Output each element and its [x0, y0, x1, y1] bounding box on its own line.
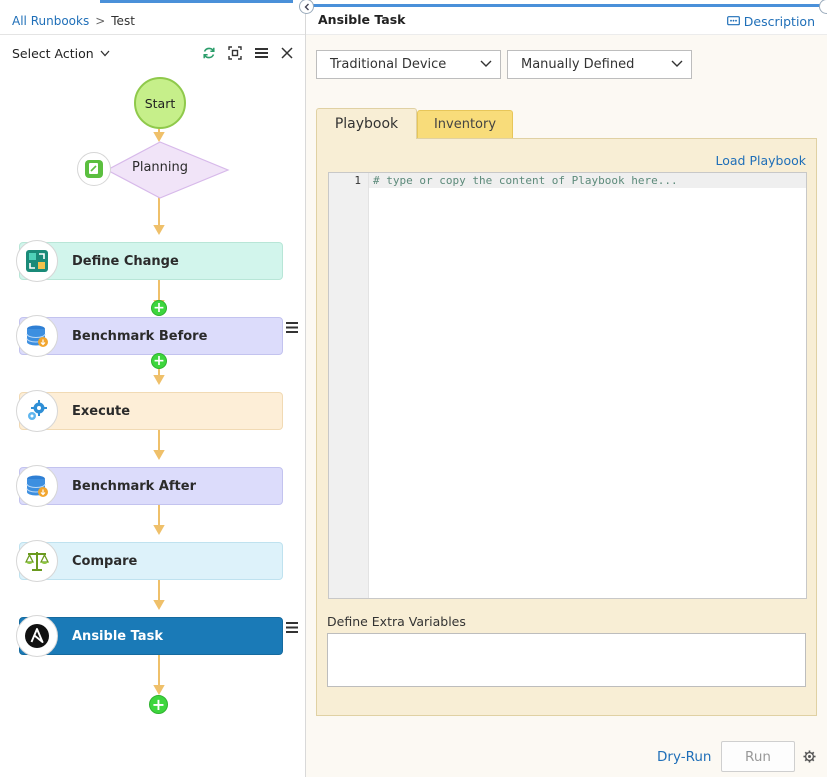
step-label: Compare — [72, 553, 138, 569]
extra-variables-input[interactable] — [327, 633, 806, 687]
add-step-button[interactable]: + — [151, 353, 167, 369]
ansible-icon — [25, 624, 49, 648]
step-execute[interactable]: Execute — [16, 390, 283, 432]
step-label: Define Change — [72, 253, 179, 269]
planning-label: Planning — [132, 160, 188, 175]
planning-icon — [77, 152, 111, 186]
breadcrumb-root-link[interactable]: All Runbooks — [12, 14, 90, 28]
close-button[interactable] — [278, 44, 296, 62]
run-button[interactable]: Run — [721, 741, 795, 772]
active-line-highlight — [369, 173, 806, 188]
editor-placeholder: # type or copy the content of Playbook h… — [373, 174, 678, 187]
compare-icon — [16, 540, 58, 582]
task-detail-panel: Ansible Task Description Traditional Dev… — [306, 7, 827, 777]
top-strip — [0, 0, 827, 7]
panel-title: Ansible Task — [318, 12, 406, 27]
start-label: Start — [144, 95, 176, 111]
playbook-tab-panel: Load Playbook 1 # type or copy the conte… — [316, 138, 817, 716]
chevron-left-icon — [304, 3, 309, 10]
database-icon — [26, 325, 48, 347]
source-select[interactable]: Manually Defined — [507, 50, 692, 79]
step-benchmark-before[interactable]: Benchmark Before — [16, 315, 283, 357]
step-label: Benchmark Before — [72, 328, 208, 344]
runbook-flow: Start Planning — [0, 6, 306, 777]
close-icon — [281, 47, 293, 59]
top-accent-right — [306, 4, 827, 7]
plan-icon — [85, 160, 103, 178]
device-type-value: Traditional Device — [330, 57, 447, 72]
extra-variables-label: Define Extra Variables — [327, 614, 466, 629]
define-change-icon — [16, 240, 58, 282]
menu-button[interactable] — [252, 44, 270, 62]
execute-icon — [16, 390, 58, 432]
divider — [0, 34, 305, 35]
hamburger-icon — [286, 322, 298, 333]
flow-toolbar — [200, 44, 296, 62]
start-node[interactable]: Start — [134, 77, 186, 129]
diamond-shape — [105, 141, 230, 199]
description-link[interactable]: Description — [726, 14, 815, 29]
tab-playbook[interactable]: Playbook — [316, 108, 417, 139]
source-value: Manually Defined — [521, 57, 635, 72]
step-menu-button[interactable] — [286, 622, 300, 634]
chevron-down-icon — [480, 60, 492, 67]
settings-button[interactable] — [803, 750, 816, 767]
runbook-panel: All Runbooks > Test Select Action — [0, 6, 306, 777]
fit-screen-icon — [228, 46, 242, 60]
chevron-down-icon — [100, 50, 110, 57]
collapse-right-button[interactable] — [819, 0, 827, 14]
step-define-change[interactable]: Define Change — [16, 240, 283, 282]
load-playbook-link[interactable]: Load Playbook — [715, 153, 807, 168]
refresh-icon — [203, 47, 215, 59]
hamburger-icon — [286, 622, 298, 633]
fit-to-screen-button[interactable] — [226, 44, 244, 62]
top-accent-left — [100, 0, 293, 3]
select-action-label: Select Action — [12, 46, 94, 61]
refresh-button[interactable] — [200, 44, 218, 62]
step-label: Execute — [72, 403, 131, 419]
scale-icon — [24, 552, 50, 571]
change-icon — [26, 250, 48, 272]
breadcrumb-current: Test — [111, 14, 135, 28]
select-action-dropdown[interactable]: Select Action — [12, 46, 110, 61]
editor-gutter: 1 — [329, 173, 369, 598]
breadcrumb-separator: > — [95, 14, 106, 28]
step-label: Ansible Task — [72, 628, 163, 644]
step-label: Benchmark After — [72, 478, 197, 494]
gear-icon — [803, 750, 816, 763]
comment-icon — [726, 16, 740, 26]
device-type-select[interactable]: Traditional Device — [316, 50, 501, 79]
description-label: Description — [743, 14, 815, 29]
benchmark-after-icon — [16, 465, 58, 507]
add-step-button[interactable]: + — [149, 695, 168, 714]
gears-icon — [28, 400, 47, 420]
step-ansible-task[interactable]: Ansible Task — [16, 615, 283, 657]
step-menu-button[interactable] — [286, 322, 300, 334]
panel-header: Ansible Task Description — [306, 7, 827, 35]
database-icon — [26, 475, 48, 497]
add-step-button[interactable]: + — [151, 300, 167, 316]
chevron-down-icon — [671, 60, 683, 67]
hamburger-icon — [254, 48, 268, 58]
collapse-panel-button[interactable] — [299, 0, 314, 14]
line-number: 1 — [354, 174, 361, 187]
step-compare[interactable]: Compare — [16, 540, 283, 582]
step-benchmark-after[interactable]: Benchmark After — [16, 465, 283, 507]
breadcrumb: All Runbooks > Test — [12, 14, 135, 28]
dry-run-button[interactable]: Dry-Run — [657, 749, 712, 765]
tab-inventory[interactable]: Inventory — [417, 110, 513, 138]
playbook-editor[interactable]: 1 # type or copy the content of Playbook… — [328, 172, 807, 599]
planning-node[interactable]: Planning — [76, 141, 230, 199]
ansible-task-icon — [16, 615, 58, 657]
benchmark-before-icon — [16, 315, 58, 357]
